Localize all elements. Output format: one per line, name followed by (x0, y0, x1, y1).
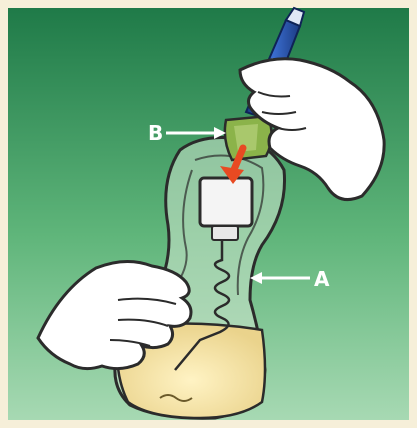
inner-cartridge-neck (212, 226, 238, 240)
label-b: B (148, 121, 163, 145)
label-a: A (314, 267, 330, 291)
inner-cartridge (200, 178, 252, 226)
